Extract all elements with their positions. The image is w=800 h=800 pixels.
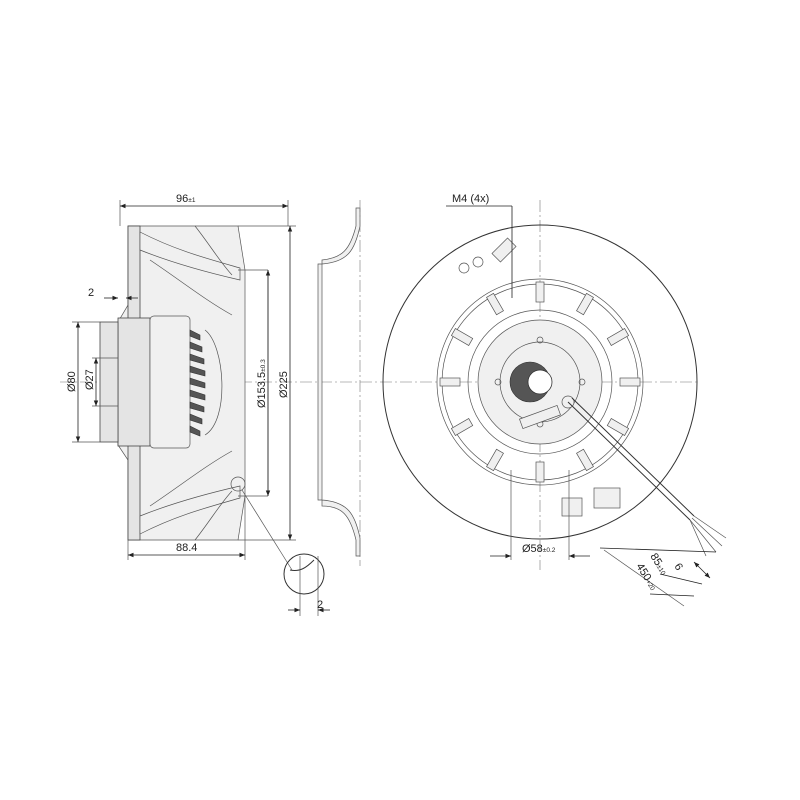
dim-shaft-inner: Ø27 <box>84 369 96 390</box>
thread-label: M4 (4x) <box>452 193 489 205</box>
mount-hole-1 <box>536 336 544 344</box>
spokes <box>439 281 641 483</box>
blade-bottom-2 <box>149 450 233 507</box>
shaft-stub <box>99 321 119 443</box>
dim-inner-dia: Ø153.5±0.3 <box>256 359 268 408</box>
marker-circle-2 <box>472 256 484 268</box>
outer-disc <box>382 224 698 540</box>
detail-view <box>283 553 325 595</box>
motor-cover <box>204 329 223 436</box>
inner-rim-outer <box>436 278 644 486</box>
blade-bottom-3 <box>194 490 233 541</box>
detail-marker <box>230 476 246 492</box>
dim-outer-dia: Ø225 <box>278 371 290 398</box>
blade-top-1 <box>139 231 241 281</box>
blade-bottom-1 <box>139 485 241 535</box>
motor-housing <box>149 315 191 449</box>
bottom-label-plate-2 <box>593 487 621 509</box>
dim-offset: 2 <box>88 287 94 299</box>
dim-shaft-outer: Ø80 <box>66 371 78 392</box>
dim-depth: 96±1 <box>176 193 196 205</box>
hub-label-plate <box>519 405 561 429</box>
hub-ring <box>467 309 613 455</box>
cable-end: 6 <box>671 561 684 573</box>
cable-dims: 6 85±10 450+20 <box>599 547 717 607</box>
inlet-ring-section <box>317 200 361 566</box>
cable-strip: 85±10 <box>647 551 670 577</box>
front-view: M4 (4x) Ø58±0.2 6 85±10 450+20 <box>380 193 727 607</box>
mount-hole-4 <box>494 378 502 386</box>
side-view: 96±1 2 Ø80 Ø27 Ø153.5±0.3 Ø225 88.4 <box>60 193 380 616</box>
shaft-hole <box>527 369 553 395</box>
dim-body-depth: 88.4 <box>176 542 197 554</box>
blade-top-3 <box>194 225 233 276</box>
blade-top-2 <box>149 259 233 316</box>
motor-flange <box>117 317 151 447</box>
motor-fins <box>189 329 206 437</box>
mount-hole-2 <box>578 378 586 386</box>
detail-gap: 2 <box>317 599 323 611</box>
top-label-plate <box>491 237 517 263</box>
marker-circle-1 <box>458 262 470 274</box>
cable-wires <box>689 515 727 557</box>
bottom-label-plate-1 <box>561 497 583 517</box>
cable <box>567 401 691 521</box>
inlet-ring <box>317 207 361 557</box>
hub-dia: Ø58±0.2 <box>522 543 556 555</box>
